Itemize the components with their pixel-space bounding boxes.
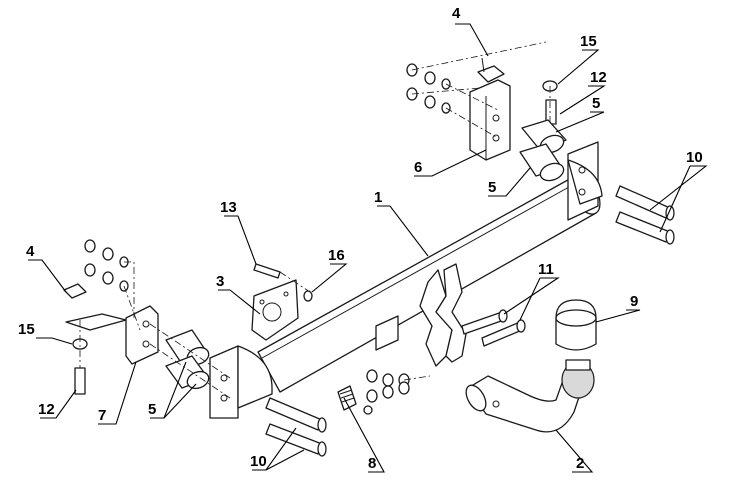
center-bracket [375, 263, 467, 367]
socket-plate-assembly [251, 263, 313, 341]
callout-4-left: 4 [26, 243, 35, 260]
callout-11: 11 [538, 261, 554, 278]
callout-8: 8 [368, 455, 376, 472]
callout-9: 9 [630, 293, 638, 310]
left-assembly [63, 239, 327, 457]
left-mount-plate [209, 345, 273, 419]
callout-6: 6 [414, 159, 422, 176]
callout-10-upper: 10 [686, 149, 703, 166]
callout-7: 7 [98, 407, 106, 424]
callout-15-upper: 15 [580, 33, 597, 50]
bolts-11 [461, 309, 526, 347]
callout-12-upper: 12 [590, 69, 607, 86]
right-mount-plate [567, 141, 603, 221]
callout-15-left: 15 [18, 321, 35, 338]
callout-4-upper: 4 [452, 5, 461, 22]
callout-5-upper: 5 [592, 95, 600, 112]
callout-13: 13 [220, 199, 237, 216]
callout-labels: 1 2 3 4 4 5 5 5 6 7 8 9 10 10 11 12 12 1… [18, 5, 703, 472]
callout-1: 1 [374, 189, 382, 206]
towball-neck [465, 299, 597, 433]
callout-2: 2 [576, 455, 584, 472]
callout-12-left: 12 [38, 401, 55, 418]
leader-lines [28, 23, 708, 473]
callout-10-lower: 10 [250, 453, 267, 470]
callout-5-left: 5 [148, 401, 156, 418]
nut-spring-group [337, 369, 431, 415]
callout-16: 16 [328, 247, 345, 264]
callout-5-middle: 5 [488, 179, 496, 196]
right-upper-assembly [406, 41, 675, 245]
callout-3: 3 [216, 273, 224, 290]
